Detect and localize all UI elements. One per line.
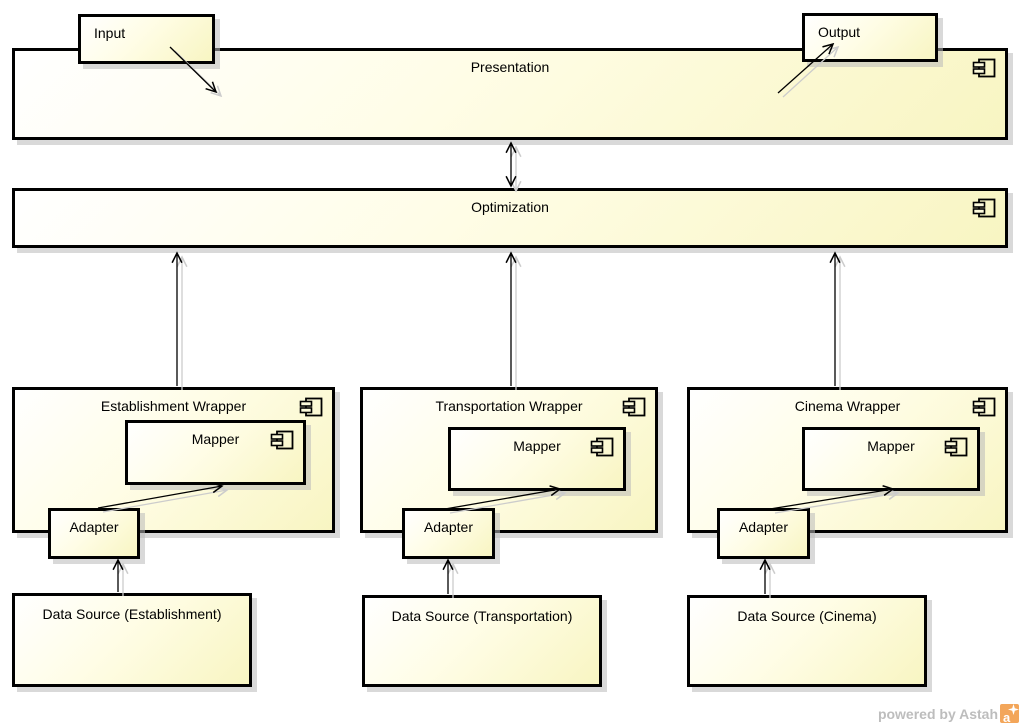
- node-label: Adapter: [738, 519, 789, 535]
- component-icon: [972, 397, 996, 417]
- node-label: Adapter: [423, 519, 474, 535]
- component-mapper-cinema[interactable]: Mapper: [802, 427, 980, 491]
- node-label: Output: [818, 24, 861, 40]
- component-mapper-establishment[interactable]: Mapper: [125, 420, 306, 485]
- node-label: Data Source (Establishment): [42, 606, 222, 622]
- component-icon: [972, 58, 996, 78]
- node-data-source-cinema[interactable]: Data Source (Cinema): [687, 595, 927, 687]
- node-label: Input: [94, 25, 126, 41]
- watermark-text: powered by Astah: [877, 705, 998, 722]
- node-adapter-establishment[interactable]: Adapter: [48, 508, 140, 559]
- component-icon: [590, 437, 614, 457]
- node-label: Data Source (Cinema): [737, 608, 877, 624]
- node-label: Data Source (Transportation): [391, 608, 573, 624]
- component-label: Presentation: [470, 59, 550, 75]
- component-label: Mapper: [867, 438, 915, 454]
- star-icon: [1008, 704, 1019, 715]
- node-data-source-establishment[interactable]: Data Source (Establishment): [12, 593, 252, 687]
- astah-logo-letter: a: [1003, 710, 1011, 725]
- node-data-source-transportation[interactable]: Data Source (Transportation): [362, 595, 602, 687]
- component-label: Mapper: [191, 431, 240, 447]
- node-output[interactable]: Output: [802, 13, 938, 62]
- node-adapter-cinema[interactable]: Adapter: [717, 508, 810, 559]
- node-input[interactable]: Input: [78, 14, 215, 64]
- component-label: Cinema Wrapper: [794, 398, 901, 414]
- astah-logo-icon: a: [1000, 704, 1019, 725]
- component-label: Establishment Wrapper: [100, 398, 247, 414]
- component-mapper-transportation[interactable]: Mapper: [448, 427, 626, 491]
- component-label: Optimization: [471, 199, 549, 215]
- node-adapter-transportation[interactable]: Adapter: [402, 508, 495, 559]
- component-optimization[interactable]: Optimization: [12, 188, 1008, 248]
- node-label: Adapter: [69, 519, 119, 535]
- component-label: Mapper: [513, 438, 561, 454]
- watermark: powered by Astah a: [877, 704, 1019, 725]
- component-icon: [622, 397, 646, 417]
- component-icon: [299, 397, 323, 417]
- component-icon: [944, 437, 968, 457]
- component-label: Transportation Wrapper: [435, 398, 583, 414]
- component-icon: [270, 430, 294, 450]
- component-icon: [972, 198, 996, 218]
